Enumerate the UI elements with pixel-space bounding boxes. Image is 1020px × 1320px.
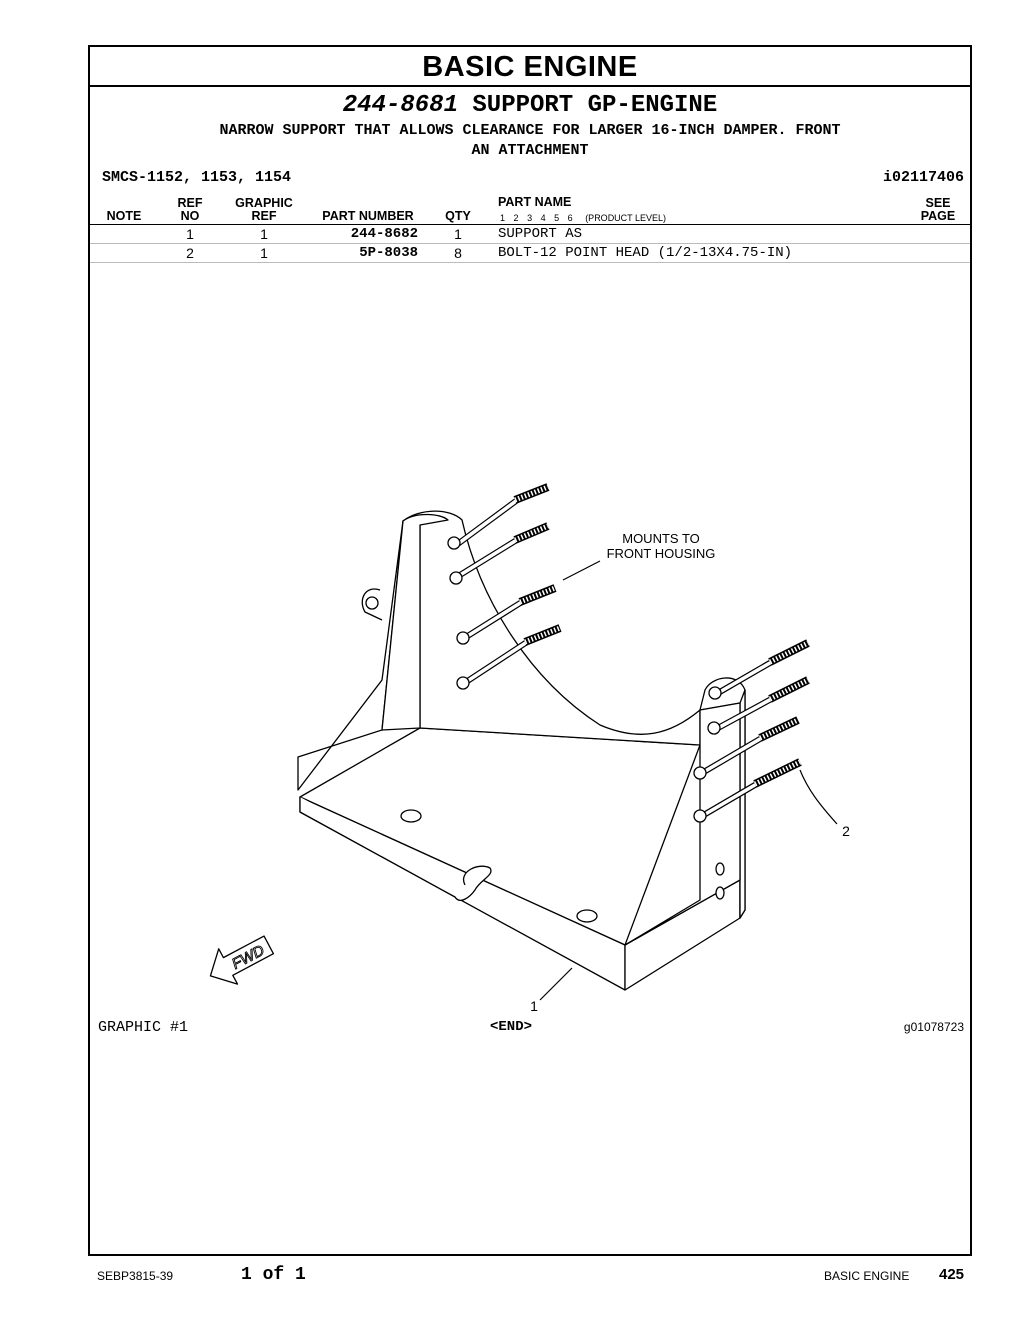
section-title: BASIC ENGINE <box>90 47 970 87</box>
row-part-number[interactable]: 5P-8038 <box>359 245 418 261</box>
level-6: 6 <box>567 213 573 223</box>
level-5: 5 <box>554 213 560 223</box>
header-graphic-bottom: REF <box>251 209 277 223</box>
footer-document-id: SEBP3815-39 <box>97 1269 174 1283</box>
smcs-codes: SMCS-1152, 1153, 1154 <box>102 169 292 186</box>
row-divider <box>90 243 970 244</box>
group-part-number[interactable]: 244-8681 <box>342 92 458 119</box>
header-ref-bottom: NO <box>180 209 200 223</box>
graphic-id: g01078723 <box>903 1020 964 1034</box>
footer-section: BASIC ENGINE <box>824 1269 910 1283</box>
row-part-name: BOLT-12 POINT HEAD (1/2-13X4.75-IN) <box>498 245 793 261</box>
footer-page-of: 1 of 1 <box>241 1265 306 1285</box>
footer-page-number: 425 <box>939 1266 965 1283</box>
level-1: 1 <box>500 213 506 223</box>
header-part-name: PART NAME <box>498 195 572 209</box>
level-4: 4 <box>540 213 546 223</box>
header-qty: QTY <box>445 209 471 223</box>
group-name: SUPPORT GP-ENGINE <box>472 92 718 119</box>
row-qty: 8 <box>454 245 462 261</box>
header-see-top: SEE <box>925 196 951 210</box>
graphic-label: GRAPHIC #1 <box>98 1019 189 1036</box>
level-2: 2 <box>513 213 519 223</box>
level-3: 3 <box>527 213 533 223</box>
product-level-label: (PRODUCT LEVEL) <box>585 213 667 223</box>
group-title: 244-8681 SUPPORT GP-ENGINE <box>90 92 970 119</box>
header-ref: REF NO <box>170 197 210 223</box>
row-graphic-ref: 1 <box>260 245 268 261</box>
row-part-number[interactable]: 244-8682 <box>350 226 418 242</box>
group-description: NARROW SUPPORT THAT ALLOWS CLEARANCE FOR… <box>150 121 910 161</box>
header-part-number: PART NUMBER <box>322 209 414 223</box>
description-line-1: NARROW SUPPORT THAT ALLOWS CLEARANCE FOR… <box>219 122 841 139</box>
header-graphic-top: GRAPHIC <box>235 196 293 210</box>
info-id: i02117406 <box>882 169 964 186</box>
header-see-page: SEE PAGE <box>912 197 964 223</box>
end-marker: <END> <box>490 1019 533 1035</box>
description-line-2: AN ATTACHMENT <box>471 142 589 159</box>
row-divider <box>90 262 970 263</box>
row-part-name: SUPPORT AS <box>498 226 583 242</box>
header-see-bottom: PAGE <box>920 209 956 223</box>
header-graphic: GRAPHIC REF <box>228 197 300 223</box>
header-divider <box>90 224 970 225</box>
header-note: NOTE <box>106 209 142 223</box>
row-ref: 1 <box>186 226 194 242</box>
row-graphic-ref: 1 <box>260 226 268 242</box>
row-qty: 1 <box>454 226 462 242</box>
page-frame: BASIC ENGINE 244-8681 SUPPORT GP-ENGINE … <box>88 45 972 1256</box>
row-ref: 2 <box>186 245 194 261</box>
header-ref-top: REF <box>177 196 203 210</box>
product-levels: 1 2 3 4 5 6 (PRODUCT LEVEL) <box>500 213 666 223</box>
